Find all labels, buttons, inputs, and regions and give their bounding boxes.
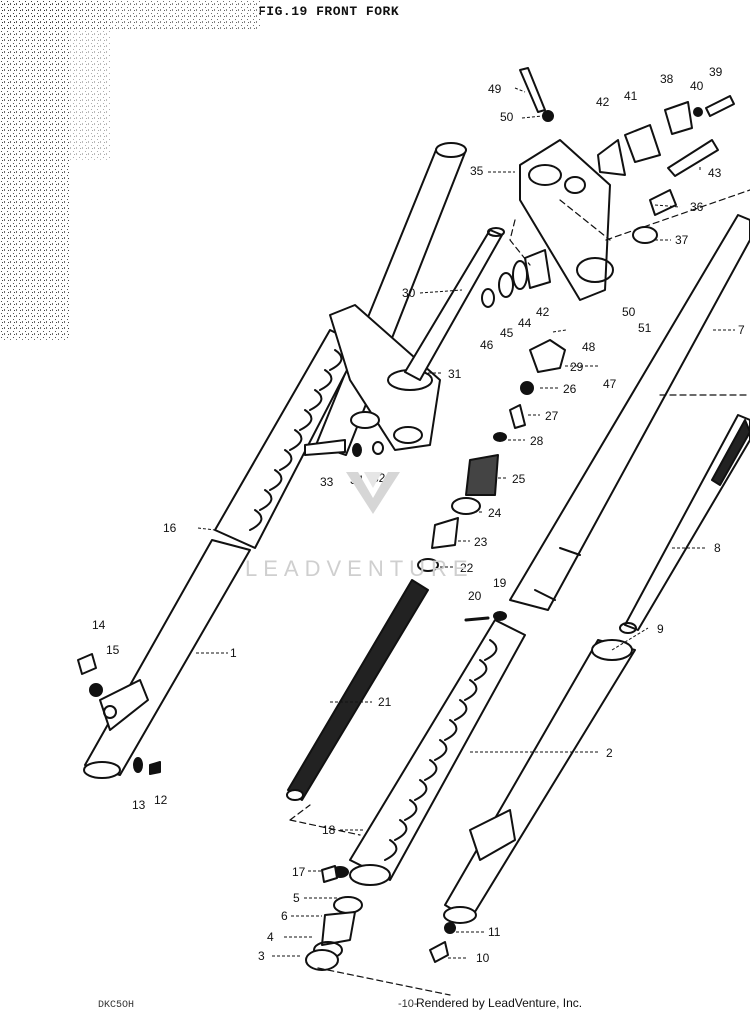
callout-42-mid: 42 [536, 305, 550, 319]
drain-bolt-10-11 [429, 922, 456, 963]
callout-50-top: 50 [500, 110, 514, 124]
footer-rendered-by: Rendered by LeadVenture, Inc. [416, 996, 583, 1010]
bolt-39-40 [693, 95, 735, 117]
lower-seal-stack [305, 866, 363, 971]
bolt-33-34-32 [304, 439, 384, 457]
callout-48: 48 [582, 340, 596, 354]
callout-35: 35 [470, 164, 484, 178]
footer-code: DKC5OH [98, 1000, 135, 1011]
callout-1: 1 [230, 646, 237, 660]
cap-38 [664, 101, 693, 135]
diagram-title: FIG.19 FRONT FORK [258, 4, 400, 19]
callout-8: 8 [714, 541, 721, 555]
callout-37: 37 [675, 233, 689, 247]
callout-20: 20 [468, 589, 482, 603]
callout-44: 44 [518, 316, 532, 330]
callout-22: 22 [460, 561, 474, 575]
lower-bracket [329, 304, 441, 451]
right-fork-boot [349, 619, 526, 886]
top-bolt-49 [519, 67, 554, 122]
callout-38: 38 [660, 72, 674, 86]
right-outer-tube [443, 639, 636, 924]
callout-2: 2 [606, 746, 613, 760]
callout-26: 26 [563, 382, 577, 396]
watermark-text: LEADVENTURE [245, 556, 474, 581]
callout-15: 15 [106, 643, 120, 657]
callout-10: 10 [476, 951, 490, 965]
seal-stack [417, 454, 499, 572]
callout-51: 51 [638, 321, 652, 335]
callout-7: 7 [738, 323, 745, 337]
callout-labels: 1 2 3 4 5 6 7 8 9 10 11 12 13 14 15 16 1… [92, 65, 745, 965]
footer-page: -10- [398, 998, 418, 1010]
callout-13: 13 [132, 798, 146, 812]
callout-12: 12 [154, 793, 168, 807]
right-inner-tube [509, 214, 750, 611]
callout-47: 47 [603, 377, 617, 391]
scan-noise-left [0, 0, 70, 340]
bolt-14-15 [77, 653, 103, 697]
callout-24: 24 [488, 506, 502, 520]
cap-nut-42 [597, 139, 626, 176]
callout-11: 11 [488, 925, 501, 939]
callout-45: 45 [500, 326, 514, 340]
callout-9: 9 [657, 622, 664, 636]
bolt-43 [667, 139, 719, 177]
callout-23: 23 [474, 535, 488, 549]
callout-28: 28 [530, 434, 544, 448]
callout-49: 49 [488, 82, 502, 96]
steering-stem [404, 227, 505, 381]
callout-18: 18 [322, 823, 336, 837]
callout-43: 43 [708, 166, 722, 180]
callout-6: 6 [281, 909, 288, 923]
damper-rod [619, 414, 750, 634]
callout-46: 46 [480, 338, 494, 352]
callout-16: 16 [163, 521, 177, 535]
callout-25: 25 [512, 472, 526, 486]
washers-44-46 [481, 249, 551, 308]
small-parts-26-28 [493, 381, 534, 442]
bolt-17 [321, 865, 338, 883]
callout-17: 17 [292, 865, 306, 879]
callout-39: 39 [709, 65, 723, 79]
callout-36: 36 [690, 200, 704, 214]
left-axle-clamp [99, 679, 149, 731]
callout-50-mid: 50 [622, 305, 636, 319]
cap-29 [529, 339, 566, 373]
upper-bracket [519, 139, 614, 301]
bolt-36-37 [632, 189, 677, 244]
callout-19: 19 [493, 576, 507, 590]
callout-14: 14 [92, 618, 106, 632]
callout-21: 21 [378, 695, 392, 709]
scan-noise-top [0, 0, 260, 30]
fork-spring [286, 579, 429, 801]
callout-29: 29 [570, 360, 584, 374]
screw-19-20 [464, 611, 507, 622]
bolt-12-13 [133, 757, 161, 775]
callout-4: 4 [267, 930, 274, 944]
callout-3: 3 [258, 949, 265, 963]
callout-40: 40 [690, 79, 704, 93]
scan-noise-left-fade [70, 0, 110, 160]
callout-33: 33 [320, 475, 334, 489]
rubber-41 [624, 124, 661, 163]
leadventure-logo [346, 472, 400, 514]
callout-30: 30 [402, 286, 416, 300]
callout-31: 31 [448, 367, 462, 381]
callout-42-top: 42 [596, 95, 610, 109]
callout-41: 41 [624, 89, 638, 103]
callout-27: 27 [545, 409, 559, 423]
callout-5: 5 [293, 891, 300, 905]
